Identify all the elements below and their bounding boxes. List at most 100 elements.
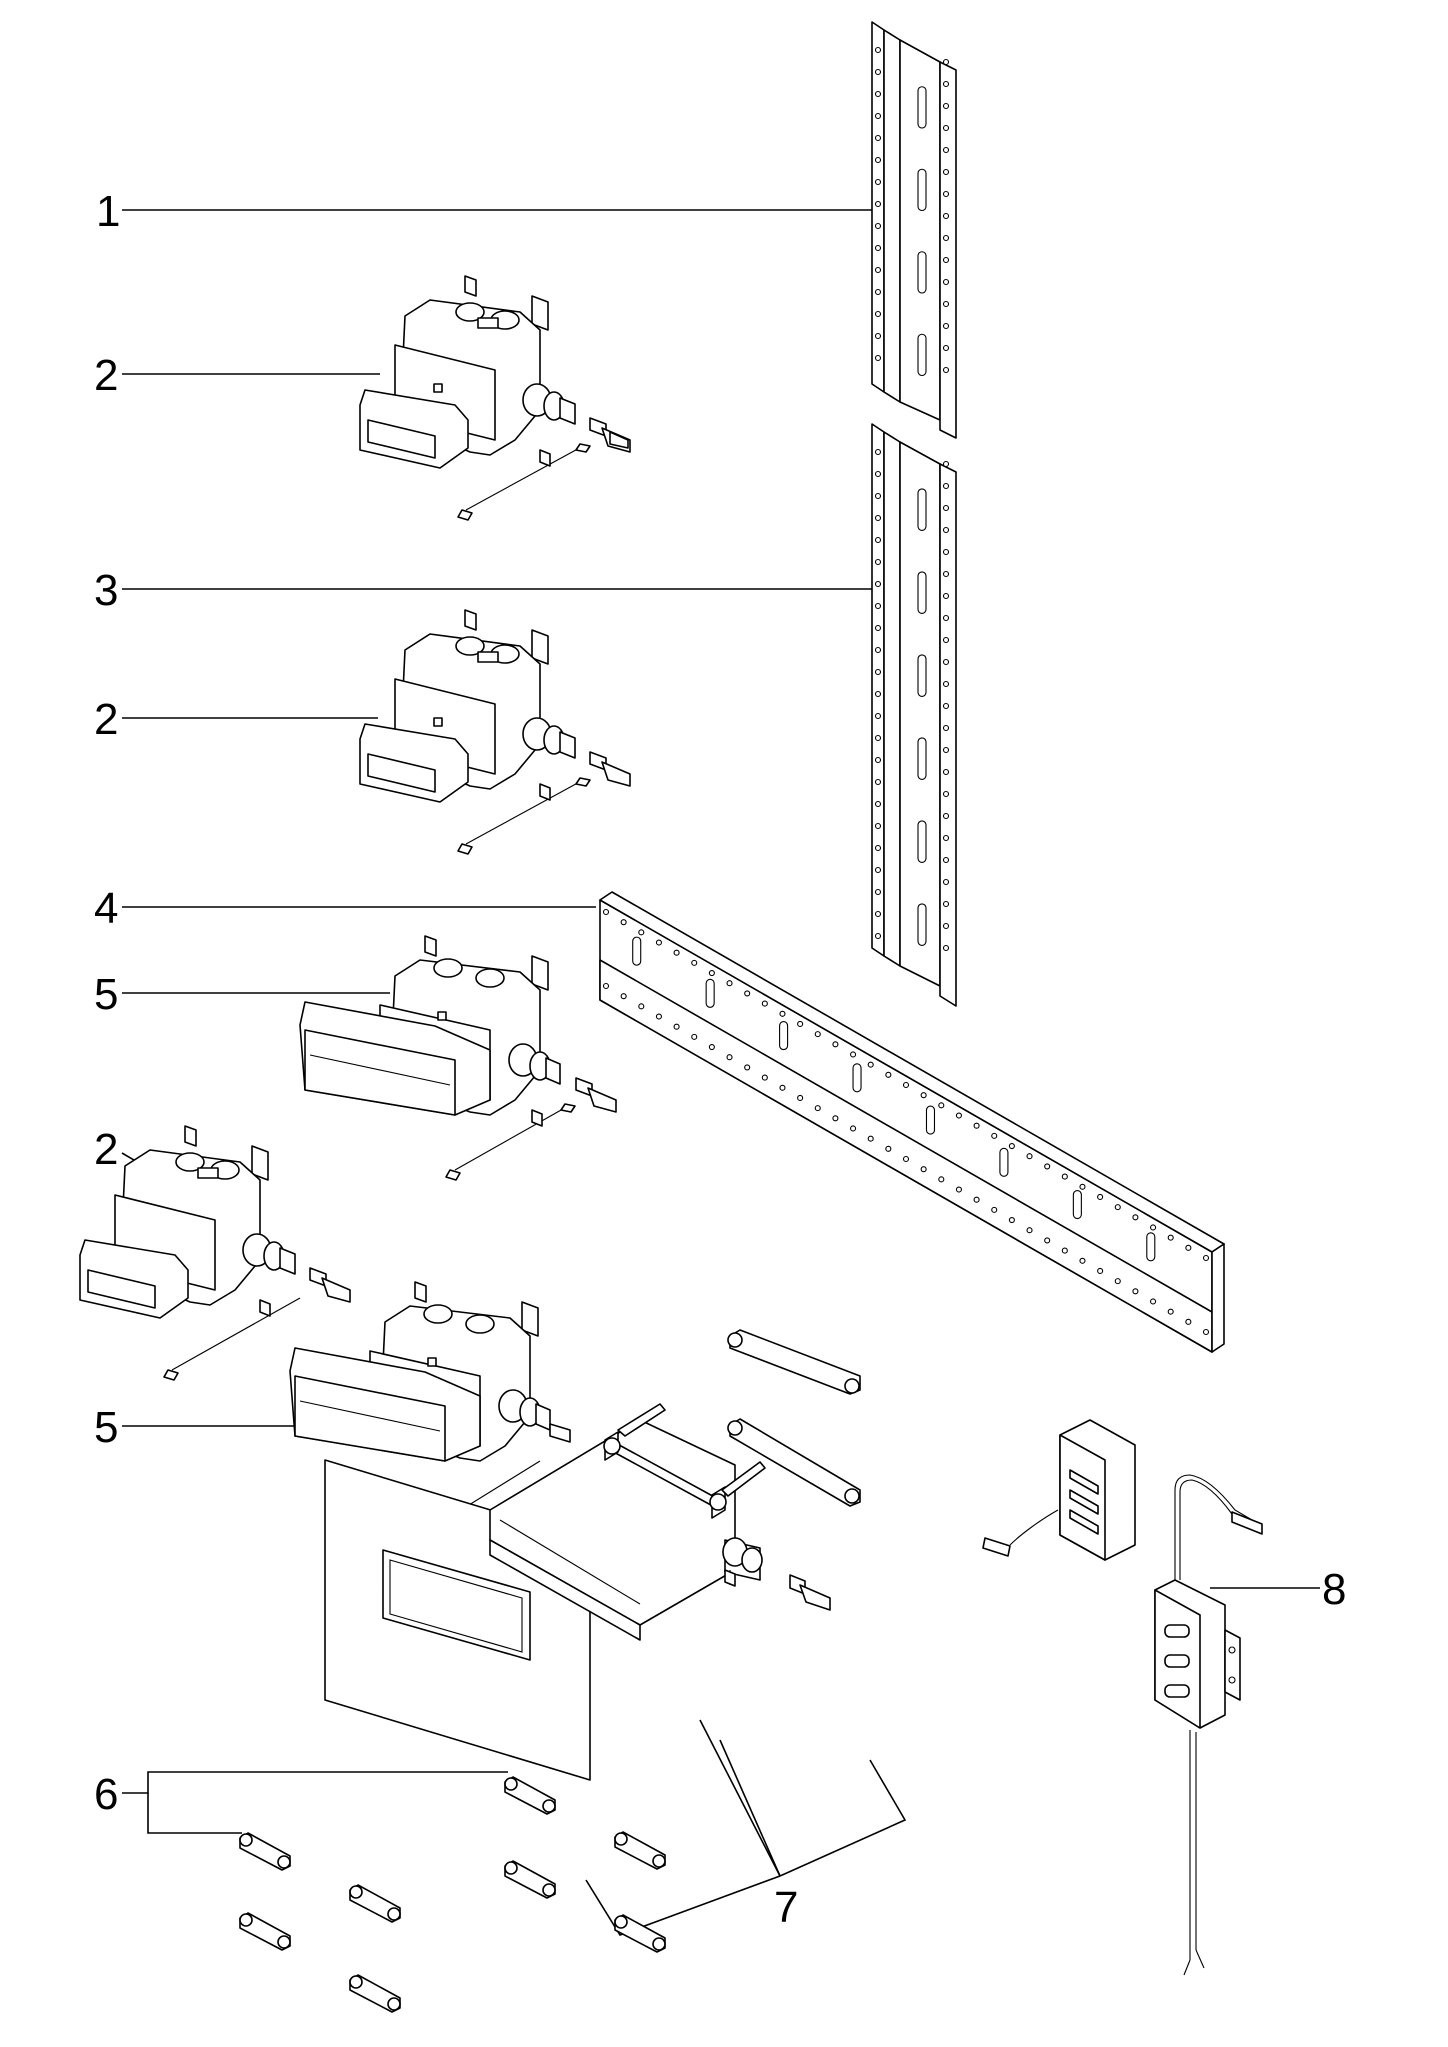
clip-pin — [239, 1913, 253, 1927]
rail-hole — [942, 878, 950, 886]
rail-hole — [942, 300, 950, 308]
rail-hole — [874, 690, 882, 698]
rail-hole — [942, 548, 950, 556]
rail-slot — [917, 86, 927, 129]
callout-5: 5 — [94, 970, 118, 1019]
rail-hole — [1061, 1173, 1068, 1180]
rail-hole — [620, 993, 627, 1000]
rail-slot — [779, 1021, 789, 1051]
rail-hole — [797, 1020, 804, 1027]
rail-slot — [705, 978, 715, 1008]
rail-hole — [874, 712, 882, 720]
rail-hole — [874, 888, 882, 896]
clip-pin — [542, 1883, 556, 1897]
clip — [614, 1914, 666, 1953]
rail-hole — [1026, 1153, 1033, 1160]
clip-pin — [349, 1885, 363, 1899]
rail-hole — [920, 1166, 927, 1173]
rail-hole — [874, 112, 882, 120]
rail-slot — [1072, 1190, 1082, 1220]
rail-hole — [874, 288, 882, 296]
callout-1: 1 — [96, 187, 120, 236]
rail-hole — [673, 1023, 680, 1030]
rail-hole — [942, 746, 950, 754]
rail-hole — [942, 592, 950, 600]
clip — [349, 1974, 401, 2013]
rail-hole — [874, 310, 882, 318]
clip — [349, 1884, 401, 1923]
rail-hole — [942, 344, 950, 352]
rail-hole — [874, 536, 882, 544]
clip — [239, 1832, 291, 1871]
rail-hole — [708, 1044, 715, 1051]
rail-hole — [874, 822, 882, 830]
rail-hole — [942, 658, 950, 666]
rail-hole — [1061, 1247, 1068, 1254]
rail-hole — [874, 134, 882, 142]
rail-hole — [942, 278, 950, 286]
callout-8: 8 — [1322, 1565, 1346, 1614]
rail-hole — [955, 1112, 962, 1119]
rail-hole — [726, 1054, 733, 1061]
rail-slot — [925, 1105, 936, 1135]
rail-hole — [832, 1041, 839, 1048]
rail-hole — [1079, 1183, 1086, 1190]
clip-pin — [504, 1777, 518, 1791]
rail-hole — [1097, 1193, 1104, 1200]
rail-hole — [832, 1115, 839, 1122]
rail-hole — [1202, 1328, 1210, 1336]
rail-hole — [874, 68, 882, 76]
rail-hole — [942, 234, 950, 242]
rail-slot — [1146, 1232, 1156, 1262]
rail-hole — [973, 1196, 980, 1203]
rail-hole — [874, 448, 882, 456]
rail-hole — [1150, 1298, 1157, 1305]
callout-4: 4 — [94, 884, 118, 933]
mounting-box — [489, 1403, 831, 1641]
rail-hole — [942, 790, 950, 798]
rail-hole — [1132, 1214, 1139, 1221]
rail-hole — [797, 1094, 804, 1101]
rail-hole — [942, 482, 950, 490]
callout-6: 6 — [94, 1770, 118, 1819]
rail-hole — [602, 908, 610, 916]
rail-hole — [874, 910, 882, 918]
clip-pin — [614, 1832, 628, 1846]
rail-hole — [874, 222, 882, 230]
rail-slot — [917, 251, 927, 294]
clip-pin — [614, 1915, 628, 1929]
rail-hole — [942, 322, 950, 330]
rail-hole — [1114, 1278, 1121, 1285]
rail-hole — [744, 990, 751, 997]
rail-hole — [1114, 1204, 1121, 1211]
rail-hole — [1008, 1217, 1015, 1224]
support-bars — [727, 1329, 861, 1507]
rail-hole — [673, 949, 680, 956]
rail-hole — [1132, 1288, 1139, 1295]
valve-body-3 — [79, 1125, 351, 1381]
rail-slot — [999, 1147, 1009, 1177]
callout-2: 2 — [94, 351, 118, 400]
rail-slot — [632, 936, 642, 966]
rail-hole — [850, 1051, 857, 1058]
rail-hole — [885, 1071, 892, 1078]
rail-hole — [874, 492, 882, 500]
rail-hole — [942, 212, 950, 220]
rail-slot — [917, 737, 927, 780]
rail-slot — [917, 168, 927, 212]
rail-hole — [708, 970, 715, 977]
clip-pin — [652, 1854, 666, 1868]
rail-hole — [1185, 1244, 1192, 1251]
callout-7: 7 — [774, 1883, 798, 1932]
rail-hole — [942, 256, 950, 264]
rail-hole — [814, 1031, 821, 1038]
valve-body-1 — [359, 275, 631, 521]
valve-body-wide-1 — [299, 935, 617, 1181]
rail-hole — [942, 614, 950, 622]
clip-pin — [652, 1937, 666, 1951]
clip-pin — [542, 1799, 556, 1813]
rail-hole — [920, 1092, 927, 1099]
mounting-rail-horizontal — [599, 891, 1225, 1353]
rail-hole — [638, 1003, 645, 1010]
